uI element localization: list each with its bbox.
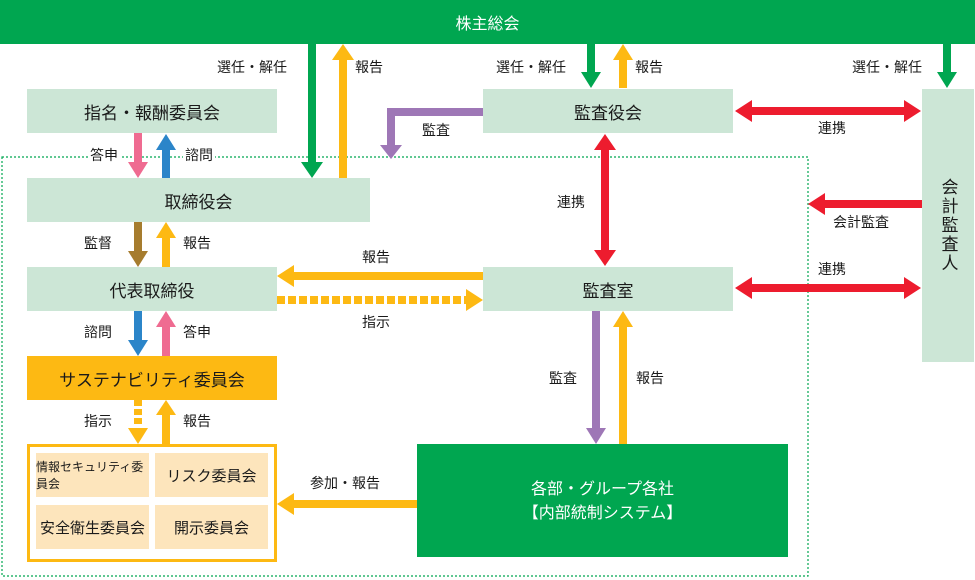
arrow-report-divisions-office <box>613 311 633 444</box>
label-consult-sustainability: 諮問 <box>84 325 112 341</box>
arrow-elect-accounting-auditor <box>937 44 957 88</box>
arrow-cooperate-audit-accounting <box>735 100 921 122</box>
arrow-audit-office-divisions <box>586 311 606 444</box>
label-audit-board-audit: 監査 <box>422 123 450 139</box>
arrow-report-ceo-board <box>156 222 176 268</box>
subcommittee-safety-health: 安全衛生委員会 <box>36 505 149 549</box>
audit-office-label: 監査室 <box>582 281 634 302</box>
subcommittee-label: 開示委員会 <box>173 518 249 537</box>
board-label: 取締役会 <box>164 192 233 213</box>
internal-audit-office: 監査室 <box>483 267 733 311</box>
arrow-instruct-subcommittees <box>128 400 148 444</box>
representative-director: 代表取締役 <box>27 267 277 311</box>
label-answer-nomination: 答申 <box>88 148 120 164</box>
label-participate-report: 参加・報告 <box>310 476 380 492</box>
arrow-consult-nomination <box>156 134 176 178</box>
label-audit-office-divisions: 監査 <box>549 371 577 387</box>
label-elect-board: 選任・解任 <box>217 60 287 76</box>
label-consult-nomination: 諮問 <box>183 148 215 164</box>
arrow-instruct-ceo-office <box>277 289 483 311</box>
arrow-cooperate-office-accounting <box>735 277 921 299</box>
arrow-participate-report <box>277 493 417 515</box>
subcommittee-disclosure: 開示委員会 <box>155 505 268 549</box>
sustainability-label: サステナビリティ委員会 <box>59 370 245 391</box>
arrow-answer-nomination <box>128 133 148 178</box>
arrow-report-office-ceo <box>277 265 484 287</box>
divisions-label-line1: 各部・グループ各社 <box>530 479 675 499</box>
accounting-auditor: 会計監査人 <box>922 89 974 362</box>
label-report-ceo-board: 報告 <box>183 236 211 252</box>
shareholders-meeting: 株主総会 <box>0 0 975 44</box>
arrow-report-subcommittees <box>156 400 176 444</box>
nomination-compensation-committee: 指名・報酬委員会 <box>27 89 277 133</box>
arrow-supervise <box>128 222 148 267</box>
shareholders-meeting-label: 株主総会 <box>455 14 520 33</box>
arrow-report-board-shareholders <box>332 44 354 178</box>
label-answer-sustainability: 答申 <box>183 325 211 341</box>
company-boundary <box>1 156 809 577</box>
label-cooperate-office-accounting: 連携 <box>818 262 846 278</box>
label-supervise: 監督 <box>84 236 112 252</box>
arrow-accounting-audit <box>808 193 922 215</box>
label-report-board-shareholders: 報告 <box>355 60 383 76</box>
arrow-consult-sustainability <box>128 311 148 356</box>
divisions-label-line2: 【内部統制システム】 <box>522 502 683 522</box>
audit-and-supervisory-board: 監査役会 <box>483 89 733 133</box>
subcommittee-label: 情報セキュリティ委員会 <box>36 460 144 491</box>
label-instruct-ceo-office: 指示 <box>362 315 390 331</box>
label-report-audit-shareholders: 報告 <box>635 60 663 76</box>
label-report-subcommittees: 報告 <box>183 414 211 430</box>
label-elect-audit-board: 選任・解任 <box>496 60 566 76</box>
board-of-directors: 取締役会 <box>27 178 370 222</box>
label-instruct-subcommittees: 指示 <box>84 414 112 430</box>
nomination-committee-label: 指名・報酬委員会 <box>84 103 220 124</box>
arrow-report-audit-shareholders <box>613 44 633 88</box>
ceo-label: 代表取締役 <box>109 281 195 302</box>
arrow-audit-board-audit <box>380 108 483 159</box>
subcommittee-label: 安全衛生委員会 <box>39 518 145 537</box>
sustainability-committee: サステナビリティ委員会 <box>27 356 277 400</box>
label-cooperate-audit-accounting: 連携 <box>818 121 846 137</box>
label-cooperate-audit-office: 連携 <box>557 195 585 211</box>
subcommittee-info-security: 情報セキュリティ委員会 <box>36 453 149 497</box>
label-elect-accounting-auditor: 選任・解任 <box>852 60 922 76</box>
arrow-elect-board <box>301 44 323 178</box>
label-report-divisions-office: 報告 <box>636 371 664 387</box>
label-report-office-ceo: 報告 <box>362 250 390 266</box>
audit-board-label: 監査役会 <box>574 103 642 124</box>
arrow-answer-sustainability <box>156 311 176 356</box>
accounting-auditor-label: 会計監査人 <box>937 178 958 273</box>
subcommittee-label: リスク委員会 <box>166 466 257 485</box>
arrow-elect-audit-board <box>581 44 601 88</box>
divisions-group-companies: 各部・グループ各社 【内部統制システム】 <box>417 444 788 557</box>
subcommittee-risk: リスク委員会 <box>155 453 268 497</box>
label-accounting-audit: 会計監査 <box>833 215 889 231</box>
arrow-cooperate-audit-office <box>594 134 616 266</box>
